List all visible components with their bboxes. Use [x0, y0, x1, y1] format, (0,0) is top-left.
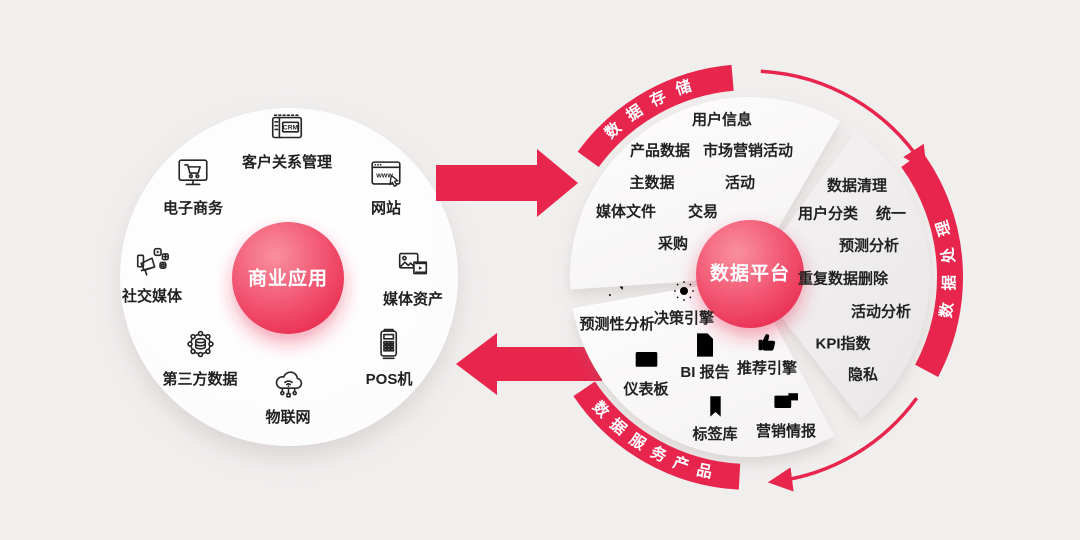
data-platform-segments	[569, 96, 930, 457]
item-label: BI 报告	[680, 364, 730, 381]
item-pos: POS机	[365, 326, 413, 388]
data-platform-title: 数据平台	[709, 263, 791, 285]
item-marketing-intel: 营销情报	[756, 388, 816, 439]
marketing-intel-icon	[774, 393, 798, 412]
processing-item: 重复数据删除	[797, 270, 889, 288]
item-ecommerce: 电子商务	[163, 155, 223, 216]
storage-item: 市场营销活动	[702, 142, 794, 160]
storage-item: 用户信息	[691, 111, 753, 129]
storage-item: 采购	[657, 235, 689, 253]
item-label: 物联网	[265, 409, 311, 426]
storage-item: 主数据	[629, 174, 675, 192]
processing-item: 用户分类	[797, 205, 859, 223]
recommendation-engine-icon	[758, 329, 777, 351]
decision-engine-icon	[674, 281, 694, 301]
processing-item: 隐私	[847, 366, 879, 384]
business-apps-center-circle	[232, 222, 344, 334]
iot-cloud-icon	[275, 371, 302, 398]
item-social-media: 社交媒体	[122, 243, 182, 304]
storage-item: 交易	[687, 203, 719, 221]
processing-item: 活动分析	[850, 303, 912, 321]
media-assets-icon	[398, 252, 428, 275]
item-predictive-analytics: 预测性分析	[579, 281, 655, 333]
item-label: 预测性分析	[579, 316, 655, 333]
crm-icon: CRM	[271, 114, 303, 139]
website-icon: www	[371, 161, 401, 188]
item-iot: 物联网	[265, 364, 311, 426]
item-dashboard: 仪表板	[623, 346, 669, 398]
dashboard-icon	[635, 352, 657, 371]
item-label: 决策引擎	[653, 310, 715, 327]
flow-arrow-apps-to-platform	[436, 149, 578, 217]
item-crm: CRM 客户关系管理	[242, 109, 332, 170]
item-third-party-data: 第三方数据	[162, 326, 238, 388]
item-label: 媒体资产	[382, 291, 444, 308]
business-apps-title: 商业应用	[247, 268, 329, 290]
item-label: 推荐引擎	[736, 360, 798, 377]
item-recommendation-engine: 推荐引擎	[737, 325, 797, 376]
segment-data-processing	[750, 131, 930, 419]
item-website: www 网站	[367, 155, 405, 216]
flow-arrow-platform-to-apps	[456, 333, 602, 395]
processing-item: KPI指数	[815, 335, 871, 353]
cycle-arrow-processing-to-services	[767, 397, 919, 492]
processing-item: 数据清理	[826, 177, 888, 195]
ecommerce-icon	[178, 159, 208, 186]
item-label: 社交媒体	[121, 288, 183, 305]
processing-item: 预测分析	[838, 237, 900, 255]
cycle-arrow-storage-to-processing	[760, 69, 927, 171]
item-media-assets: 媒体资产	[383, 246, 443, 307]
item-label: 第三方数据	[162, 371, 238, 388]
storage-item: 活动	[724, 174, 756, 192]
item-tag-library: 标签库	[692, 391, 738, 443]
item-label: 客户关系管理	[241, 154, 333, 171]
bi-report-icon	[696, 333, 713, 357]
storage-item: 产品数据	[629, 142, 691, 160]
item-bi-report: BI 报告	[680, 329, 730, 381]
item-label: 标签库	[692, 426, 738, 443]
item-label: POS机	[365, 371, 413, 388]
item-decision-engine: 决策引擎	[654, 275, 714, 326]
item-label: 仪表板	[623, 381, 669, 398]
segment-data-storage	[569, 96, 840, 290]
tag-library-icon	[709, 396, 721, 417]
processing-item: 统一	[875, 205, 907, 223]
item-label: 网站	[370, 200, 401, 217]
item-label: 电子商务	[162, 200, 224, 217]
social-media-icon	[136, 247, 169, 276]
pos-terminal-icon	[380, 328, 398, 360]
storage-item: 媒体文件	[595, 203, 657, 221]
third-party-data-icon	[186, 330, 214, 358]
data-platform-center-circle	[696, 220, 804, 328]
website-icon-text: www	[375, 171, 393, 179]
predictive-analytics-icon	[608, 286, 623, 306]
item-label: 营销情报	[755, 423, 817, 440]
crm-icon-text: CRM	[283, 125, 299, 132]
